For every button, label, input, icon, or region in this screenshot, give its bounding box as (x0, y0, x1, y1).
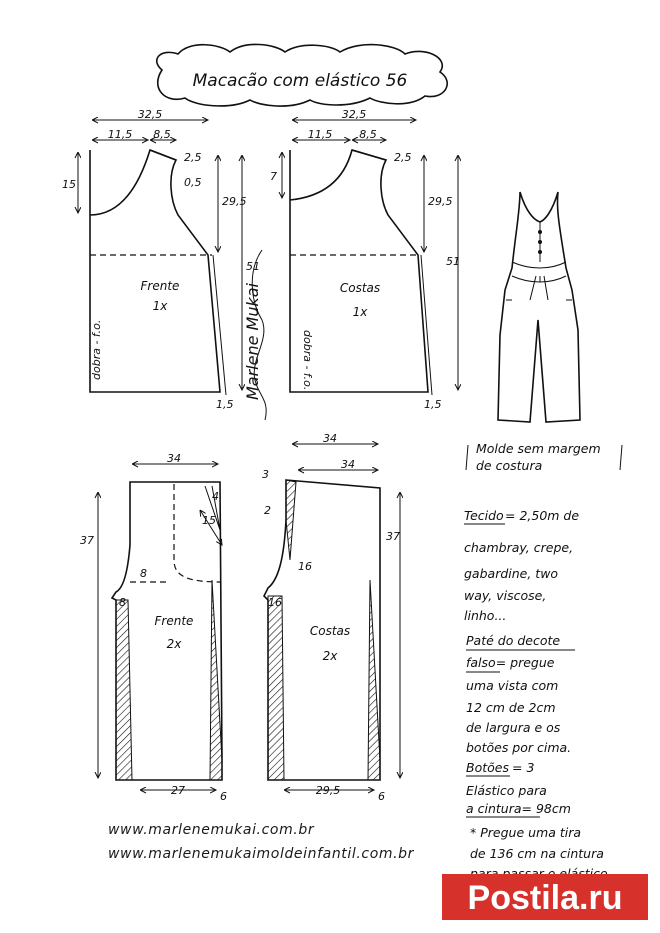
dim-hem-width: 29,5 (316, 784, 341, 797)
note-heading-2: de costura (476, 458, 542, 473)
dim-shoulder: 8,5 (153, 128, 171, 141)
dim-dart-len: 15 (202, 514, 216, 527)
dim-hem: 1,5 (216, 398, 234, 411)
note-fabric-label: Tecido (464, 508, 504, 523)
url-2[interactable]: www.marlenemukaimoldeinfantil.com.br (108, 846, 415, 862)
dim-dart-top: 4 (212, 490, 219, 503)
dim-crotch-height: 37 (386, 530, 400, 543)
dim-width: 32,5 (342, 108, 367, 121)
dim-rise: 3 (262, 468, 269, 481)
fold-label: dobra - f.o. (90, 320, 103, 380)
dim-crotch-depth: 16 (298, 560, 312, 573)
piece-name: Costas (340, 281, 380, 295)
jumpsuit-illustration (497, 191, 581, 423)
note-buttons-label: Botões (466, 760, 509, 775)
fold-label: dobra - f.o. (301, 330, 314, 390)
dim-neck: 11,5 (308, 128, 333, 141)
dim-neck-depth: 15 (62, 178, 76, 191)
watermark-badge: Postila.ru (442, 874, 648, 920)
dim-top-width: 34 (341, 458, 355, 471)
dim-crotch-height: 37 (80, 534, 94, 547)
piece-name: Frente (155, 614, 194, 628)
dim-neck: 11,5 (108, 128, 133, 141)
dim-crotch-ext: 8 (119, 596, 126, 609)
dim-side: 29,5 (428, 195, 453, 208)
piece-qty: 1x (353, 305, 369, 319)
dim-hem-side: 6 (378, 790, 385, 803)
dim-width: 34 (167, 452, 181, 465)
dim-shoulder: 8,5 (359, 128, 377, 141)
piece-qty: 1x (153, 299, 169, 313)
dim-hem-side: 6 (220, 790, 227, 803)
piece-name: Frente (141, 279, 180, 293)
piece-qty: 2x (167, 637, 183, 651)
note-tie: * Pregue uma tira de 136 cm na cintura p… (469, 825, 612, 881)
dim-side: 29,5 (222, 195, 247, 208)
dim-length: 51 (246, 260, 260, 273)
dim-armhole: 0,5 (184, 176, 202, 189)
dim-crotch-ext: 16 (268, 596, 282, 609)
piece-top-front: 32,5 11,5 8,5 2,5 0,5 15 29,5 51 1,5 Fre… (62, 108, 260, 411)
piece-top-back: 32,5 11,5 8,5 2,5 7 29,5 51 1,5 Costas 1… (270, 108, 460, 411)
url-1[interactable]: www.marlenemukai.com.br (108, 822, 315, 838)
piece-pants-back: 34 34 3 2 37 16 16 29,5 6 Costas 2x (262, 432, 400, 803)
dim-hem-width: 27 (171, 784, 185, 797)
dim-crotch-depth: 8 (140, 567, 147, 580)
signature: Marlene Mukai (243, 282, 262, 400)
signature-mark: Marlene Mukai (243, 249, 267, 421)
note-elastic: Elástico para a cintura= 98cm (466, 783, 571, 816)
notes-block: Molde sem margem de costura Tecido = 2,5… (464, 441, 623, 881)
page-title: Macacão com elástico 56 (193, 71, 408, 91)
dim-hem: 1,5 (424, 398, 442, 411)
piece-pants-front: 34 4 15 37 8 8 27 6 Frente 2x (80, 452, 227, 803)
note-heading-1: Molde sem margem (476, 441, 601, 456)
dim-shoulder-drop: 2,5 (184, 151, 202, 164)
note-buttons: = 3 (512, 760, 534, 775)
piece-name: Costas (310, 624, 350, 638)
note-fabric: = 2,50m de chambray, crepe, gabardine, t… (464, 508, 583, 623)
note-placket: Paté do decote falso= pregue uma vista c… (466, 633, 571, 755)
piece-qty: 2x (323, 649, 339, 663)
dim-shoulder-drop: 2,5 (394, 151, 412, 164)
dim-width: 32,5 (138, 108, 163, 121)
title-cloud: Macacão com elástico 56 (156, 43, 448, 107)
dim-neck-depth: 7 (270, 170, 277, 183)
watermark-text: Postila.ru (468, 879, 623, 917)
dim-width: 34 (323, 432, 337, 445)
dim-length: 51 (446, 255, 460, 268)
note-heading: Molde sem margem de costura (476, 441, 605, 473)
dim-side-in: 2 (264, 504, 271, 517)
